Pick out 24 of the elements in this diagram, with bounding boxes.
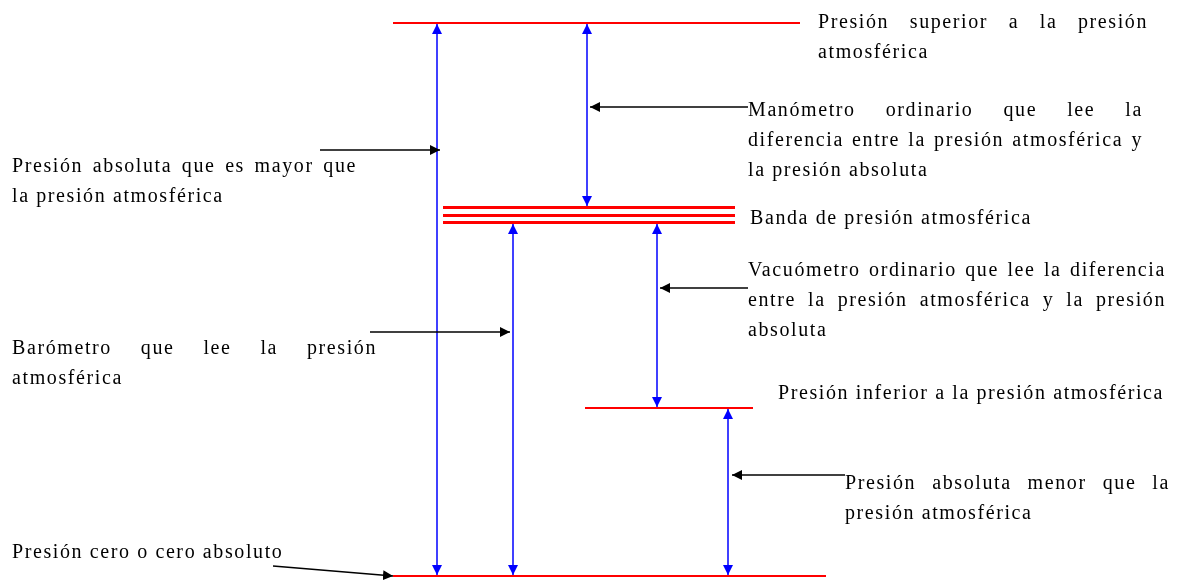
double-arrow bbox=[652, 223, 662, 408]
annotation-text: Presión absoluta menor que la presión atmosférica bbox=[845, 467, 1170, 527]
annotation-text: Presión absoluta que es mayor que la presión atmosférica bbox=[12, 150, 357, 210]
pressure-band bbox=[443, 206, 735, 224]
level-line bbox=[585, 407, 753, 409]
level-caption: Banda de presión atmosférica bbox=[750, 205, 1033, 231]
double-arrow bbox=[723, 408, 733, 576]
leader-arrow bbox=[589, 102, 749, 112]
annotation-text: Barómetro que lee la presión atmosférica bbox=[12, 332, 377, 392]
leader-arrow bbox=[319, 145, 441, 155]
annotation-text: Manómetro ordinario que lee la diferencia entre la presión atmosférica y la presión absoluta bbox=[748, 94, 1143, 184]
level-line bbox=[393, 22, 800, 24]
leader-arrow bbox=[659, 283, 749, 293]
annotation-text: Vacuómetro ordinario que lee la diferencia entre la presión atmosférica y la presión absoluta bbox=[748, 254, 1166, 344]
level-caption: Presión inferior a la presión atmosférica bbox=[778, 380, 1166, 406]
level-line bbox=[393, 575, 826, 577]
leader-arrow bbox=[369, 327, 511, 337]
arrow bbox=[272, 565, 394, 581]
leader-arrow bbox=[731, 470, 846, 480]
annotation-text: Presión cero o cero absoluto bbox=[12, 536, 342, 566]
double-arrow bbox=[432, 23, 442, 576]
double-arrow bbox=[582, 23, 592, 207]
double-arrow bbox=[508, 223, 518, 576]
level-caption: Presión superior a la presión atmosférica bbox=[818, 9, 1148, 64]
